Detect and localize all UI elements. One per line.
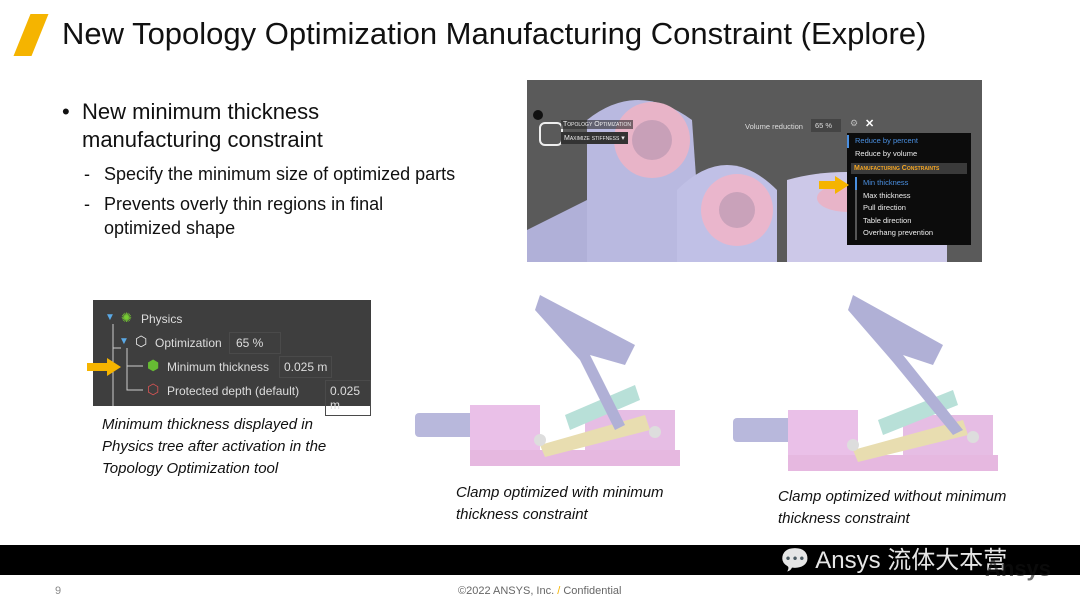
expand-icon[interactable]: ▼	[119, 336, 129, 347]
arrow-icon	[819, 176, 849, 194]
clamp-without-constraint-image	[733, 295, 998, 471]
clamp-with-constraint-image	[415, 295, 680, 466]
with-constraint-caption: Clamp optimized with minimum thickness c…	[456, 484, 664, 523]
menu-header: Manufacturing Constraints	[851, 163, 967, 174]
reduction-menu: Reduce by percent Reduce by volume Manuf…	[847, 133, 971, 245]
protected-depth-value[interactable]: 0.025 m	[325, 380, 371, 416]
expand-icon[interactable]: ▼	[105, 312, 115, 323]
optimization-value[interactable]: 65 %	[229, 332, 281, 354]
tree-caption: Minimum thickness displayed in Physics t…	[102, 416, 327, 477]
tree-item-protected-depth[interactable]: Protected depth (default)	[167, 384, 300, 398]
bullet-main: •New minimum thickness manufacturing con…	[62, 98, 392, 154]
copyright-text: ©2022 ANSYS, Inc.	[458, 585, 555, 597]
topology-tool-screenshot: Topology Optimization Maximize stiffness…	[527, 80, 982, 262]
ansys-logo: Ansys	[985, 556, 1052, 581]
close-icon[interactable]: ✕	[865, 118, 875, 130]
watermark-text: Ansys 流体大本营	[815, 547, 1008, 574]
tool-title: Topology Optimization	[561, 120, 633, 129]
footer-copyright: ©2022 ANSYS, Inc. / Confidential	[458, 585, 621, 597]
menu-item-max-thickness[interactable]: Max thickness	[855, 189, 971, 202]
min-thickness-icon: ⬢	[147, 357, 160, 373]
menu-item-reduce-percent[interactable]: Reduce by percent	[847, 135, 971, 148]
menu-item-overhang[interactable]: Overhang prevention	[855, 227, 971, 240]
sub-bullet: -Specify the minimum size of optimized p…	[84, 162, 524, 186]
physics-tree: ▼ ✺ Physics ▼ ⬡ Optimization 65 % ⬢ Mini…	[87, 300, 371, 416]
menu-item-reduce-volume[interactable]: Reduce by volume	[855, 148, 918, 158]
menu-item-table-direction[interactable]: Table direction	[855, 214, 971, 227]
min-thickness-value[interactable]: 0.025 m	[279, 356, 333, 378]
page-number: 9	[55, 585, 62, 597]
slide-title: New Topology Optimization Manufacturing …	[62, 16, 927, 51]
sub-bullet: -Prevents overly thin regions in final o…	[84, 192, 464, 240]
watermark: 💬 Ansys 流体大本营	[780, 540, 1007, 575]
chevron-down-icon: ▾	[621, 135, 625, 142]
without-constraint-caption: Clamp optimized without minimum thicknes…	[778, 488, 1007, 527]
objective-dropdown[interactable]: Maximize stiffness ▾	[561, 132, 628, 144]
confidential-text: Confidential	[563, 585, 622, 597]
optimization-icon: ⬡	[135, 333, 148, 349]
arrow-icon	[87, 358, 121, 376]
wechat-icon: 💬	[780, 547, 810, 574]
accent-slash	[13, 14, 49, 56]
footer-slash: /	[557, 585, 561, 597]
physics-icon: ✺	[121, 310, 132, 325]
bullet-text: New minimum thickness manufacturing cons…	[82, 99, 323, 152]
topology-icon	[539, 122, 563, 146]
menu-item-min-thickness[interactable]: Min thickness	[855, 177, 971, 190]
footer-bar	[0, 545, 1080, 575]
volume-input[interactable]: 65 %	[811, 119, 841, 132]
objective-value: Maximize stiffness	[564, 135, 620, 142]
menu-item-pull-direction[interactable]: Pull direction	[855, 202, 971, 215]
sub-bullet-text: Specify the minimum size of optimized pa…	[104, 164, 456, 184]
tree-item-min-thickness[interactable]: Minimum thickness	[167, 360, 270, 374]
tree-item-optimization[interactable]: Optimization	[155, 336, 222, 350]
tree-item-physics[interactable]: Physics	[141, 312, 183, 326]
protected-depth-icon: ⬡	[147, 381, 160, 397]
volume-label: Volume reduction	[745, 122, 803, 131]
sub-bullet-text: Prevents overly thin regions in final op…	[104, 194, 384, 238]
settings-icon[interactable]: ⚙	[850, 118, 859, 128]
